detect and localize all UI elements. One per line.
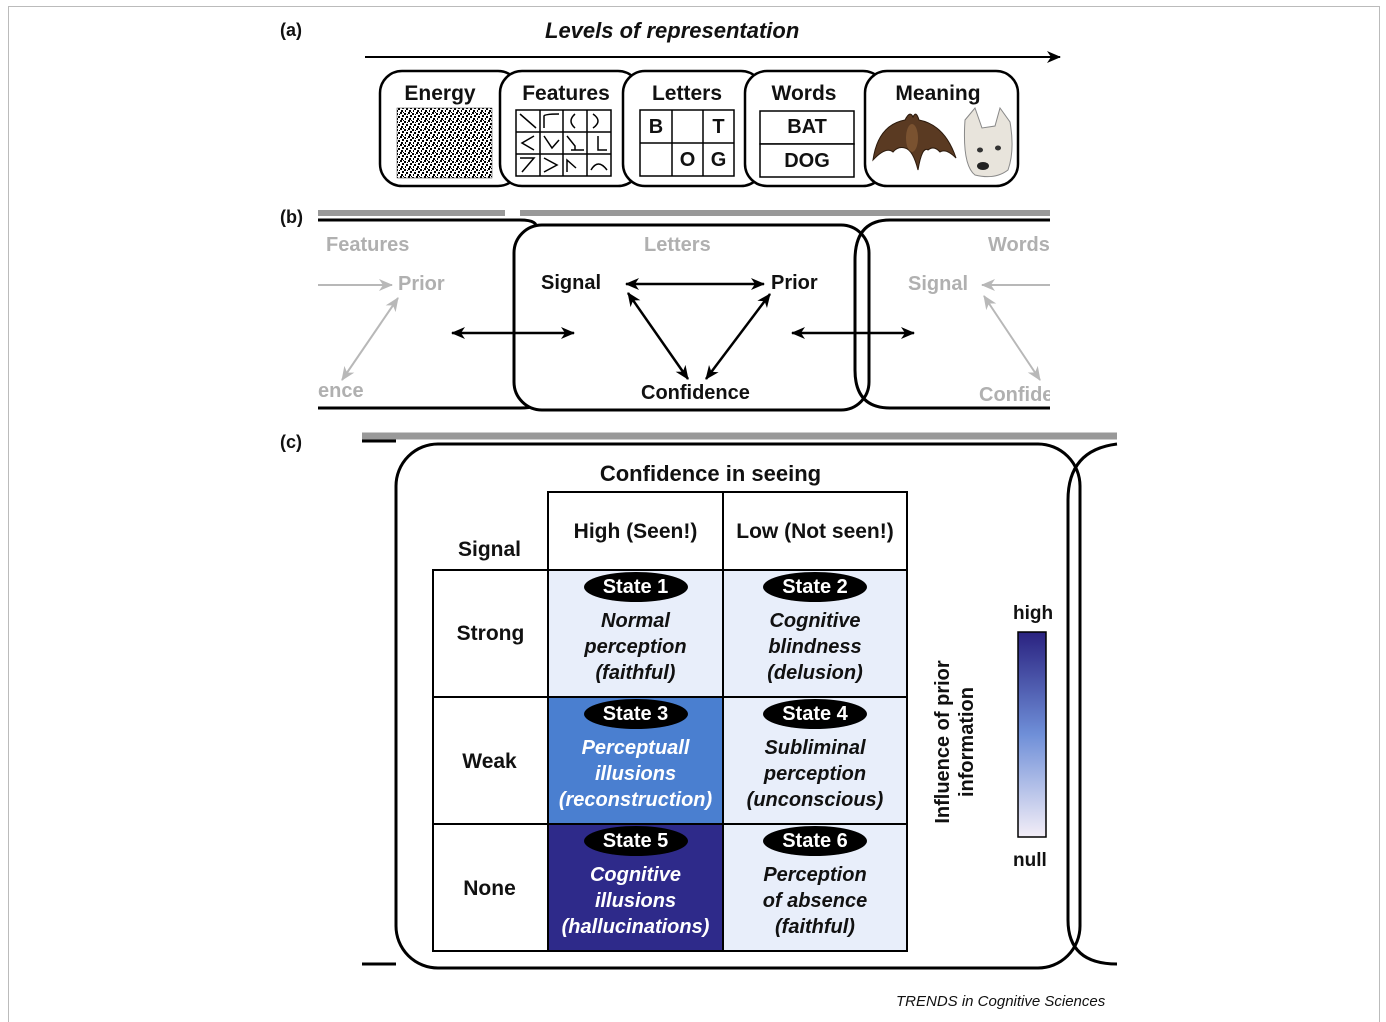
left-prior-label: Prior	[398, 273, 445, 295]
state-3-cell: State 3 Perceptuall illusions (reconstru…	[548, 697, 723, 824]
letter-cell: O	[679, 149, 696, 171]
state-1-badge: State 1	[583, 572, 688, 602]
table-grid	[432, 491, 908, 952]
figure-frame	[8, 6, 1380, 1022]
center-prior-label: Prior	[771, 272, 818, 294]
center-letters-title: Letters	[644, 234, 711, 256]
level-letters: Letters	[651, 82, 723, 105]
legend-title: Influence of prior information	[931, 642, 979, 842]
state-1-line1: Normal	[601, 610, 670, 632]
state-2-badge: State 2	[763, 572, 867, 602]
legend-title-line1: Influence of prior	[932, 660, 954, 824]
state-3-line3: (reconstruction)	[558, 789, 713, 811]
bat-image	[872, 113, 957, 171]
prior-confidence-arrow	[705, 293, 771, 380]
state-4-line3: (unconscious)	[746, 789, 884, 811]
state-6-line3: (faithful)	[775, 916, 855, 938]
state-3-line1: Perceptuall	[581, 737, 690, 759]
letter-cell: T	[712, 116, 725, 138]
credit-line: TRENDS in Cognitive Sciences	[896, 993, 1106, 1010]
signal-header: Signal	[457, 538, 521, 561]
state-5-badge: State 5	[583, 826, 688, 856]
word-dog: DOG	[784, 150, 830, 172]
legend-gradient-bar	[1017, 631, 1047, 838]
right-confidence-fragment: Confide	[979, 384, 1050, 406]
left-confidence-fragment: ence	[318, 380, 364, 402]
state-5-line2: illusions	[594, 890, 677, 912]
row-strong-label: Strong	[456, 622, 525, 645]
legend-null-label: null	[1013, 850, 1047, 871]
panel-c-right-tube	[1066, 442, 1118, 966]
center-signal-label: Signal	[541, 272, 602, 294]
panel-c-label: (c)	[280, 432, 302, 452]
state-2-line2: blindness	[768, 636, 862, 658]
state-2-line1: Cognitive	[769, 610, 861, 632]
level-words: Words	[771, 82, 837, 105]
legend-title-line2: information	[956, 687, 978, 797]
col-low-header: Low (Not seen!)	[736, 520, 894, 543]
left-diag-arrow	[341, 297, 399, 381]
right-tube	[853, 218, 1050, 410]
letters-grid	[639, 109, 735, 177]
features-grid	[515, 109, 612, 177]
state-1-line3: (faithful)	[595, 662, 676, 684]
state-5-cell: State 5 Cognitive illusions (hallucinati…	[548, 824, 723, 951]
word-bat: BAT	[787, 116, 827, 138]
state-5-line3: (hallucinations)	[561, 916, 710, 938]
state-4-line2: perception	[763, 763, 867, 785]
center-letters-box	[512, 223, 871, 412]
row-none-label: None	[463, 877, 516, 900]
level-features: Features	[522, 82, 610, 105]
state-4-cell: State 4 Subliminal perception (unconscio…	[723, 697, 907, 824]
right-words-title: Words	[988, 234, 1050, 256]
confidence-title: Confidence in seeing	[599, 461, 822, 486]
panel-c-left-stub	[362, 439, 396, 966]
panel-a-label: (a)	[280, 20, 302, 40]
letter-cell: B	[648, 116, 664, 138]
row-weak-label: Weak	[462, 750, 517, 773]
center-confidence-label: Confidence	[641, 382, 750, 404]
state-6-cell: State 6 Perception of absence (faithful)	[723, 824, 907, 951]
state-6-line1: Perception	[763, 864, 867, 886]
state-6-line2: of absence	[762, 890, 868, 912]
panel-b-label: (b)	[280, 207, 303, 227]
right-diag-arrow	[983, 295, 1041, 381]
levels-title: Levels of representation	[545, 18, 800, 43]
level-energy: Energy	[404, 82, 476, 105]
state-4-line1: Subliminal	[764, 737, 866, 759]
state-1-line2: perception	[584, 636, 687, 658]
state-1-cell: State 1 Normal perception (faithful)	[548, 570, 723, 697]
letter-cell: G	[710, 149, 727, 171]
state-3-line2: illusions	[594, 763, 677, 785]
state-5-line1: Cognitive	[589, 864, 682, 886]
dog-image	[964, 106, 1013, 178]
state-2-line3: (delusion)	[767, 662, 863, 684]
state-3-badge: State 3	[583, 699, 688, 729]
level-meaning: Meaning	[895, 82, 981, 105]
signal-confidence-arrow	[626, 292, 690, 380]
energy-noise-image	[396, 107, 493, 179]
state-2-cell: State 2 Cognitive blindness (delusion)	[723, 570, 907, 697]
word-bat-box	[759, 110, 855, 145]
left-features-title: Features	[326, 234, 410, 256]
word-dog-box	[759, 143, 855, 178]
state-4-badge: State 4	[763, 699, 867, 729]
legend-high-label: high	[1013, 603, 1054, 624]
right-signal-label: Signal	[908, 273, 969, 295]
col-high-header: High (Seen!)	[573, 520, 698, 543]
state-6-badge: State 6	[763, 826, 867, 856]
